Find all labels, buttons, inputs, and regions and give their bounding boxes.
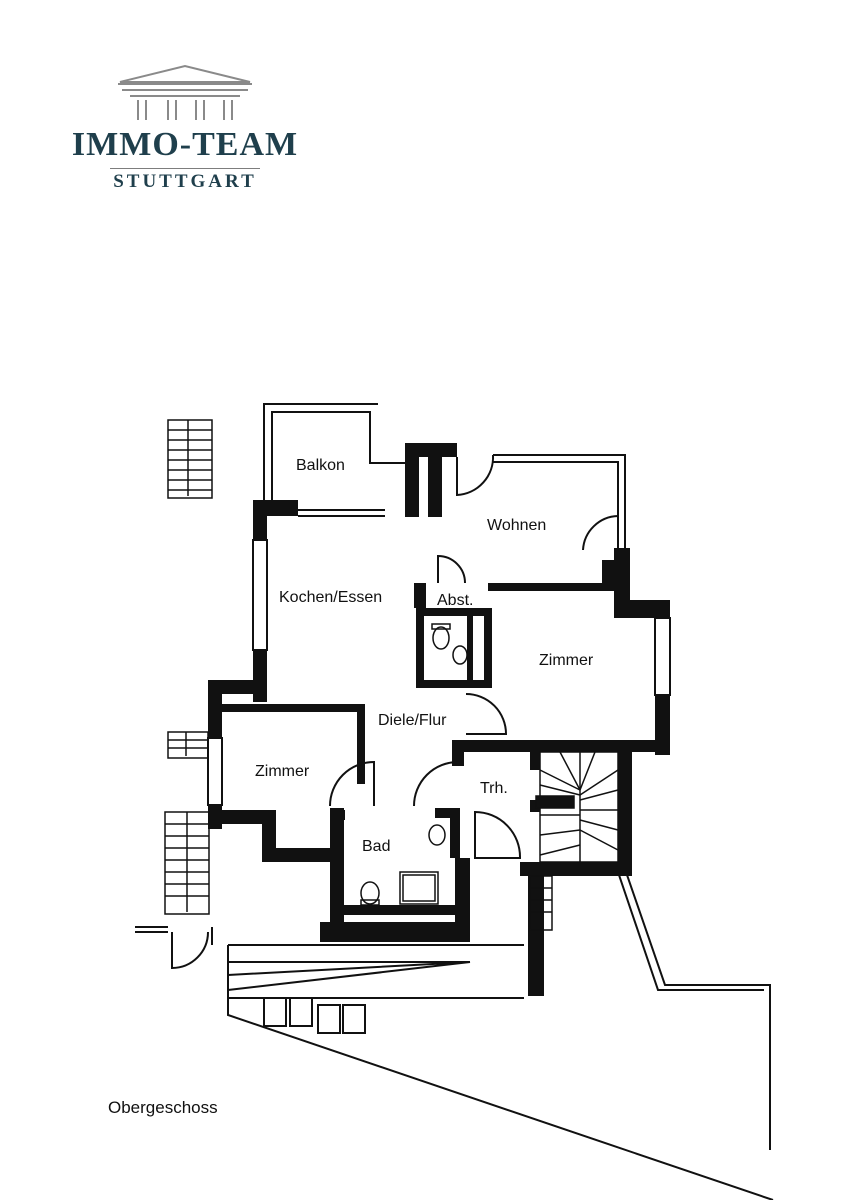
label-kochen-essen: Kochen/Essen	[279, 589, 382, 606]
sanitary-fixtures	[360, 623, 468, 906]
door-swings	[171, 454, 619, 970]
external-stairs	[164, 419, 553, 931]
room-labels: Balkon Wohnen Kochen/Essen Abst. Zimmer …	[255, 457, 594, 855]
label-trh: Trh.	[480, 780, 508, 797]
brand-city: STUTTGART	[113, 171, 257, 192]
brand-divider	[110, 168, 260, 169]
brand-name: IMMO-TEAM	[71, 126, 299, 163]
label-balkon: Balkon	[296, 457, 345, 474]
label-bad: Bad	[362, 838, 390, 855]
floor-name: Obergeschoss	[108, 1098, 218, 1117]
main-staircase	[535, 751, 619, 863]
label-wohnen: Wohnen	[487, 517, 546, 534]
company-logo: IMMO-TEAM STUTTGART	[60, 60, 310, 200]
label-zimmer-right: Zimmer	[539, 652, 594, 669]
thin-walls	[135, 403, 774, 1200]
windows	[207, 539, 671, 806]
label-zimmer-left: Zimmer	[255, 763, 310, 780]
thick-walls	[208, 443, 670, 996]
label-diele-flur: Diele/Flur	[378, 712, 447, 729]
temple-icon	[118, 64, 252, 120]
label-abst: Abst.	[437, 592, 473, 609]
